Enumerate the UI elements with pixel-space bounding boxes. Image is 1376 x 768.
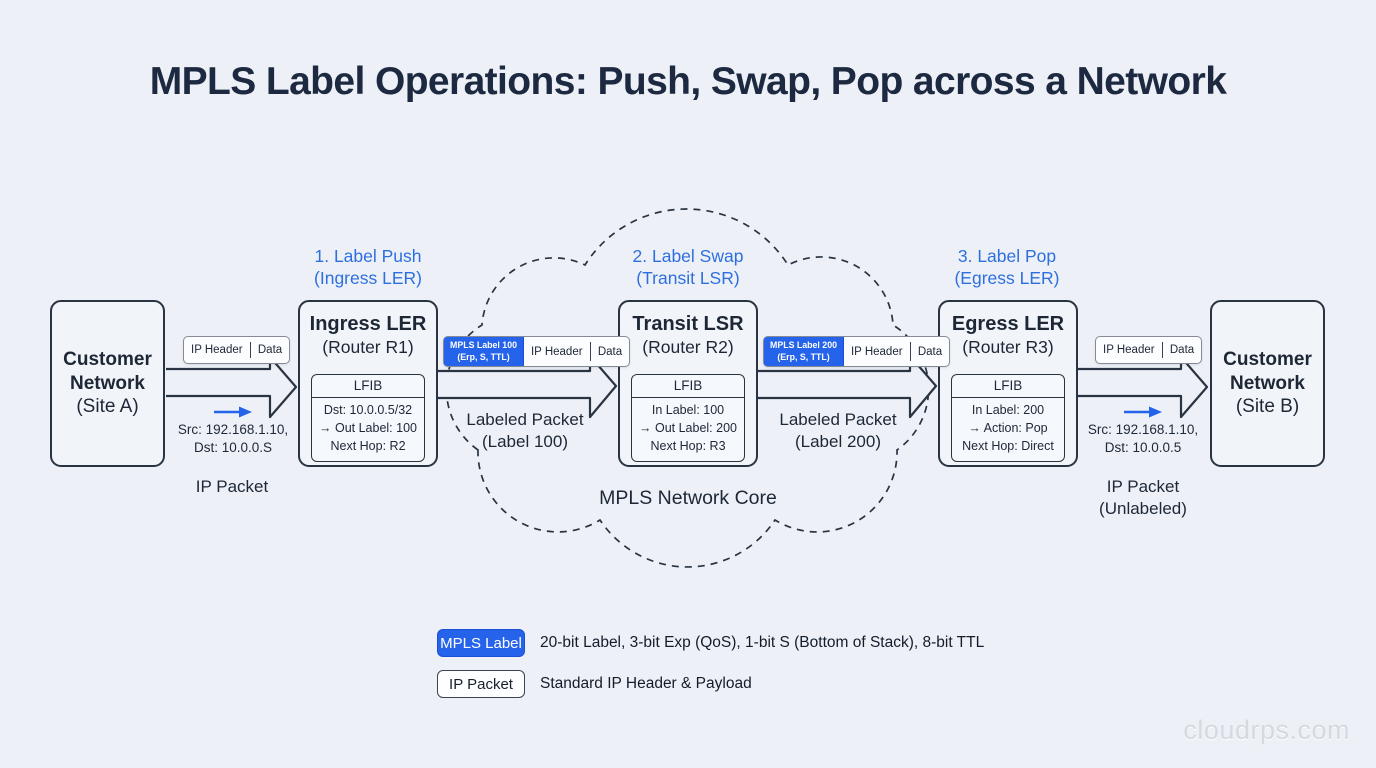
stage-1-line2: (Ingress LER) (314, 268, 422, 289)
packet-a-data: Data (257, 344, 283, 356)
stage-1-line1: 1. Label Push (314, 246, 422, 266)
src-b: Src: 192.168.1.10, (1087, 422, 1199, 437)
flow-caption-labeled-100: Labeled Packet (Label 100) (415, 409, 635, 453)
block-arrow-transit-to-egress (758, 354, 938, 419)
stage-caption-label-pop: 3. Label Pop (Egress LER) (897, 245, 1117, 290)
packet-b-data: Data (1169, 344, 1195, 356)
packet-labeled-200: MPLS Label 200 (Erp, S, TTL) IP Header D… (763, 336, 951, 367)
egress-lfib-row-3: Next Hop: Direct (962, 438, 1054, 453)
packet-ip-site-a: IP Header Data (183, 336, 291, 364)
flow-direction-arrow-b (1124, 406, 1162, 418)
site-a-line1: Customer (63, 349, 152, 371)
packet-a-ip-header: IP Header (191, 344, 243, 356)
site-b-line3: (Site B) (1235, 396, 1300, 418)
stage-2-line1: 2. Label Swap (632, 246, 744, 266)
flow-100-caption-line2: (Label 100) (481, 432, 568, 452)
egress-lfib-table: LFIB In Label: 200 → Action: Pop Next Ho… (951, 374, 1065, 463)
dst-b: Dst: 10.0.0.5 (1104, 439, 1182, 455)
mpls-label-200-tag: MPLS Label 200 (Erp, S, TTL) (764, 337, 844, 366)
legend-badge-ip-text: IP Packet (449, 675, 513, 693)
egress-subtitle: (Router R3) (962, 337, 1054, 357)
site-b-line2: Network (1230, 372, 1305, 394)
transit-lfib-row-2: → Out Label: 200 (639, 420, 737, 435)
transit-lfib-table: LFIB In Label: 100 → Out Label: 200 Next… (631, 374, 745, 463)
flow-b-caption-line1: IP Packet (1106, 477, 1180, 496)
packet-b-divider (1161, 342, 1163, 358)
mpls-label-200-line1: MPLS Label 200 (770, 340, 837, 351)
stage-3-line1: 3. Label Pop (957, 246, 1057, 266)
stage-2-line2: (Transit LSR) (636, 268, 740, 289)
block-arrow-ingress-to-transit (438, 354, 618, 419)
site-a-line3: (Site A) (76, 396, 139, 418)
ingress-lfib-row-2: → Out Label: 100 (319, 420, 417, 435)
mpls-label-200-line2: (Erp, S, TTL) (777, 351, 830, 362)
flow-200-caption-line2: (Label 200) (794, 432, 881, 452)
dst-a: Dst: 10.0.0.S (193, 439, 273, 455)
packet-200-data: Data (917, 345, 943, 358)
packet-labeled-100: MPLS Label 100 (Erp, S, TTL) IP Header D… (443, 336, 631, 367)
block-arrow-egress-to-site-b (1078, 355, 1209, 419)
packet-ip-site-b: IP Header Data (1095, 336, 1203, 364)
src-a: Src: 192.168.1.10, (177, 422, 289, 437)
flow-caption-ip-packet-a: IP Packet (122, 476, 342, 498)
packet-a-divider (249, 342, 251, 358)
ingress-lfib-row-1: Dst: 10.0.0.5/32 (323, 403, 413, 417)
mpls-label-100-line2: (Erp, S, TTL) (457, 351, 510, 362)
mpls-core-label: MPLS Network Core (599, 487, 777, 509)
ingress-lfib-header: LFIB (312, 375, 424, 398)
node-transit-lsr: Transit LSR (Router R2) LFIB In Label: 1… (618, 300, 758, 467)
ingress-subtitle: (Router R1) (322, 337, 414, 357)
src-dst-annotation-b: Src: 192.168.1.10, Dst: 10.0.0.5 (1043, 421, 1243, 457)
packet-b-ip-header: IP Header (1103, 344, 1155, 356)
egress-lfib-header: LFIB (952, 375, 1064, 398)
transit-lfib-row-1: In Label: 100 (651, 403, 725, 417)
packet-200-divider (909, 342, 911, 361)
egress-lfib-row-1: In Label: 200 (971, 403, 1045, 417)
ingress-lfib-table: LFIB Dst: 10.0.0.5/32 → Out Label: 100 N… (311, 374, 425, 463)
node-ingress-ler: Ingress LER (Router R1) LFIB Dst: 10.0.0… (298, 300, 438, 467)
flow-200-caption-line1: Labeled Packet (779, 410, 897, 429)
transit-title: Transit LSR (632, 313, 744, 335)
node-customer-network-site-a: Customer Network (Site A) (50, 300, 165, 467)
flow-a-caption: IP Packet (195, 477, 269, 496)
node-egress-ler: Egress LER (Router R3) LFIB In Label: 20… (938, 300, 1078, 467)
mpls-label-100-tag: MPLS Label 100 (Erp, S, TTL) (444, 337, 524, 366)
legend-description-mpls: 20-bit Label, 3-bit Exp (QoS), 1-bit S (… (540, 634, 985, 651)
packet-200-ip-header: IP Header (850, 345, 903, 358)
stage-3-line2: (Egress LER) (954, 268, 1060, 289)
flow-b-caption-line2: (Unlabeled) (1099, 499, 1187, 519)
ingress-lfib-row-3: Next Hop: R2 (330, 438, 406, 453)
legend-description-ip: Standard IP Header & Payload (540, 675, 752, 692)
watermark: cloudrps.com (1183, 715, 1350, 745)
flow-caption-ip-packet-b: IP Packet (Unlabeled) (1033, 476, 1253, 520)
legend-badge-mpls-label: MPLS Label (437, 629, 525, 657)
mpls-label-100-line1: MPLS Label 100 (450, 340, 517, 351)
flow-caption-labeled-200: Labeled Packet (Label 200) (728, 409, 948, 453)
mpls-cloud-outline (445, 208, 930, 568)
ingress-title: Ingress LER (309, 313, 427, 335)
stage-caption-label-swap: 2. Label Swap (Transit LSR) (578, 245, 798, 290)
legend-badge-ip-packet: IP Packet (437, 670, 525, 698)
egress-lfib-row-2: → Action: Pop (968, 420, 1048, 435)
site-b-line1: Customer (1223, 349, 1312, 371)
transit-lfib-header: LFIB (632, 375, 744, 398)
flow-100-caption-line1: Labeled Packet (466, 410, 584, 429)
block-arrow-site-a-to-ingress (166, 355, 298, 419)
packet-100-divider (589, 342, 591, 361)
transit-subtitle: (Router R2) (642, 337, 734, 357)
stage-caption-label-push: 1. Label Push (Ingress LER) (258, 245, 478, 290)
packet-100-ip-header: IP Header (530, 345, 583, 358)
packet-100-data: Data (597, 345, 623, 358)
site-a-line2: Network (70, 372, 145, 394)
src-dst-annotation-a: Src: 192.168.1.10, Dst: 10.0.0.S (133, 421, 333, 457)
egress-title: Egress LER (951, 313, 1065, 335)
page-title: MPLS Label Operations: Push, Swap, Pop a… (149, 60, 1227, 103)
legend-badge-mpls-text: MPLS Label (440, 634, 522, 652)
node-customer-network-site-b: Customer Network (Site B) (1210, 300, 1325, 467)
flow-direction-arrow-a (214, 406, 252, 418)
transit-lfib-row-3: Next Hop: R3 (650, 438, 726, 453)
